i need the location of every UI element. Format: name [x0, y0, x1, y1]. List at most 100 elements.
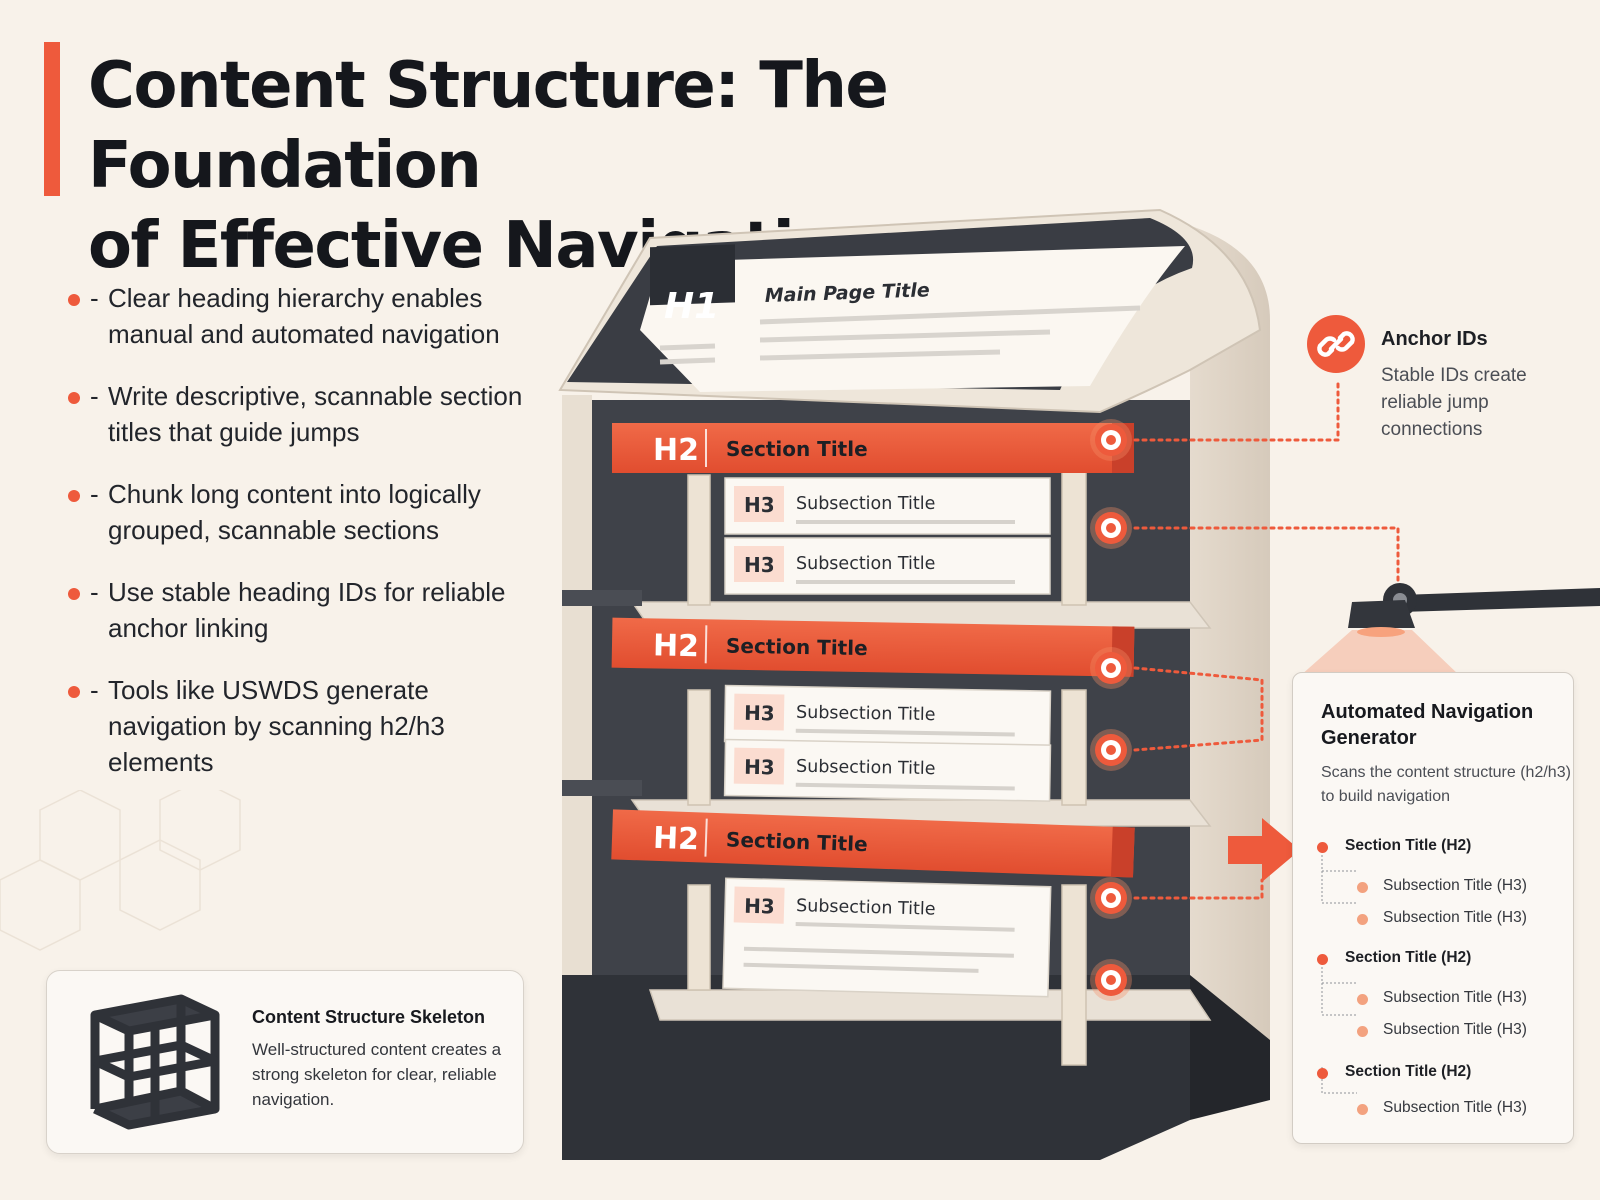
anchor-title: Anchor IDs [1381, 328, 1488, 350]
h3-text-line [795, 728, 1015, 737]
h3-card: H3 Subsection Title [722, 877, 1052, 998]
h2-bar: H2 Section Title [612, 423, 1134, 473]
case-left-frame [562, 395, 592, 975]
bullet-dash: - [90, 381, 99, 411]
nav-item-section[interactable]: Section Title (H2) [1345, 1063, 1472, 1080]
case-base [562, 975, 1190, 1160]
bullet-item: -Clear heading hierarchy enables manual … [64, 280, 534, 352]
h3-subsection-title: Subsection Title [796, 494, 935, 514]
h3-badge [733, 693, 785, 731]
nav-h3-bullet-icon [1357, 914, 1368, 925]
bullet-text: Tools like USWDS generate navigation by … [108, 675, 445, 777]
anchor-connectors [1133, 380, 1400, 900]
bullet-dash: - [90, 577, 99, 607]
target-icon [1090, 647, 1132, 689]
nav-item-subsection[interactable]: Subsection Title (H3) [1383, 909, 1527, 926]
bullet-text: Use stable heading IDs for reliable anch… [108, 577, 506, 643]
case-side-panel [1185, 224, 1270, 1120]
h2-section-title: Section Title [726, 827, 868, 856]
h3-tag: H3 [744, 894, 775, 919]
target-icon [1090, 959, 1132, 1001]
arrow-right-icon [1228, 818, 1300, 882]
shelf-ledges [562, 590, 642, 796]
h2-tag: H2 [652, 821, 699, 858]
nav-panel-title: Automated Navigation Generator [1321, 701, 1534, 749]
bullet-item: -Chunk long content into logically group… [64, 476, 534, 548]
nav-panel-description: Scans the content structure (h2/h3) to b… [1321, 764, 1571, 805]
skeleton-card: Content Structure Skeleton Well-structur… [46, 970, 524, 1154]
bullet-dash: - [90, 675, 99, 705]
h3-card: H3 Subsection Title [724, 537, 1051, 595]
bullet-text: Write descriptive, scannable section tit… [108, 381, 523, 447]
h3-badge [734, 546, 784, 582]
nav-item-section[interactable]: Section Title (H2) [1345, 949, 1472, 966]
h3-text-line [795, 782, 1015, 791]
h3-tag: H3 [744, 553, 775, 577]
h3-tag: H3 [744, 755, 775, 780]
posts [687, 469, 1087, 1066]
nav-h2-bullet-icon [1317, 954, 1328, 965]
bullet-dash: - [90, 283, 99, 313]
h2-bar-body [611, 617, 1135, 677]
skeleton-description: Well-structured content creates a strong… [252, 1040, 502, 1109]
h2-bar-end [1110, 826, 1135, 878]
h2-divider [704, 625, 708, 664]
title-accent-bar [44, 42, 60, 196]
h1-tag: H1 [664, 286, 719, 327]
nav-item-section[interactable]: Section Title (H2) [1345, 837, 1472, 854]
h3-tag: H3 [744, 493, 775, 517]
nav-item-subsection[interactable]: Subsection Title (H3) [1383, 989, 1527, 1006]
h3-tag: H3 [744, 701, 775, 726]
bullet-item: -Use stable heading IDs for reliable anc… [64, 574, 534, 646]
bullet-text: Clear heading hierarchy enables manual a… [108, 283, 500, 349]
h3-subsection-title: Subsection Title [796, 703, 936, 725]
h2-section-title: Section Title [726, 437, 868, 461]
nav-h3-bullet-icon [1357, 882, 1368, 893]
hexagon-pattern [0, 790, 241, 951]
skeleton-title: Content Structure Skeleton [252, 1007, 486, 1027]
nav-generator-panel: Automated Navigation Generator Scans the… [1292, 672, 1574, 1144]
h2-bar-body [612, 423, 1134, 473]
nav-h2-bullet-icon [1317, 1068, 1328, 1079]
bullet-item: -Tools like USWDS generate navigation by… [64, 672, 534, 780]
cube-skeleton-icon [90, 994, 220, 1130]
h3-card: H3 Subsection Title [723, 684, 1052, 748]
target-icon [1090, 729, 1132, 771]
bullet-dash: - [90, 479, 99, 509]
h3-badge [733, 747, 785, 785]
h2-tag: H2 [653, 433, 699, 468]
nav-item-subsection[interactable]: Subsection Title (H3) [1383, 1021, 1527, 1038]
anchor-description: Stable IDs create reliable jump connecti… [1381, 365, 1527, 440]
h3-text-line [743, 946, 1014, 958]
nav-item-subsection[interactable]: Subsection Title (H3) [1383, 877, 1527, 894]
projector-lamp [1300, 583, 1600, 676]
h2-bar: H2 Section Title [611, 617, 1135, 677]
h1-badge [650, 244, 735, 306]
h3-subsection-title: Subsection Title [796, 896, 936, 920]
h1-text-lines [659, 305, 1141, 365]
h2-bar-body [611, 809, 1135, 878]
bullet-text: Chunk long content into logically groupe… [108, 479, 481, 545]
h3-text-line [795, 922, 1015, 932]
h3-card: H3 Subsection Title [724, 477, 1051, 535]
bullet-item: -Write descriptive, scannable section ti… [64, 378, 534, 450]
target-icon [1090, 877, 1132, 919]
link-icon [1307, 315, 1365, 373]
nav-h3-bullet-icon [1357, 1026, 1368, 1037]
nav-item-subsection[interactable]: Subsection Title (H3) [1383, 1099, 1527, 1116]
h2-section-title: Section Title [726, 634, 868, 660]
target-icon [1090, 507, 1132, 549]
anchor-targets [1090, 419, 1132, 1001]
nav-h2-bullet-icon [1317, 842, 1328, 853]
h3-subsection-title: Subsection Title [796, 554, 935, 574]
bullet-list: -Clear heading hierarchy enables manual … [64, 280, 534, 806]
h3-badge [734, 486, 784, 522]
page-title-line-1: Content Structure: The Foundation [88, 49, 889, 203]
nav-h3-bullet-icon [1357, 994, 1368, 1005]
h2-tag: H2 [653, 628, 700, 664]
h3-badge [733, 886, 785, 924]
